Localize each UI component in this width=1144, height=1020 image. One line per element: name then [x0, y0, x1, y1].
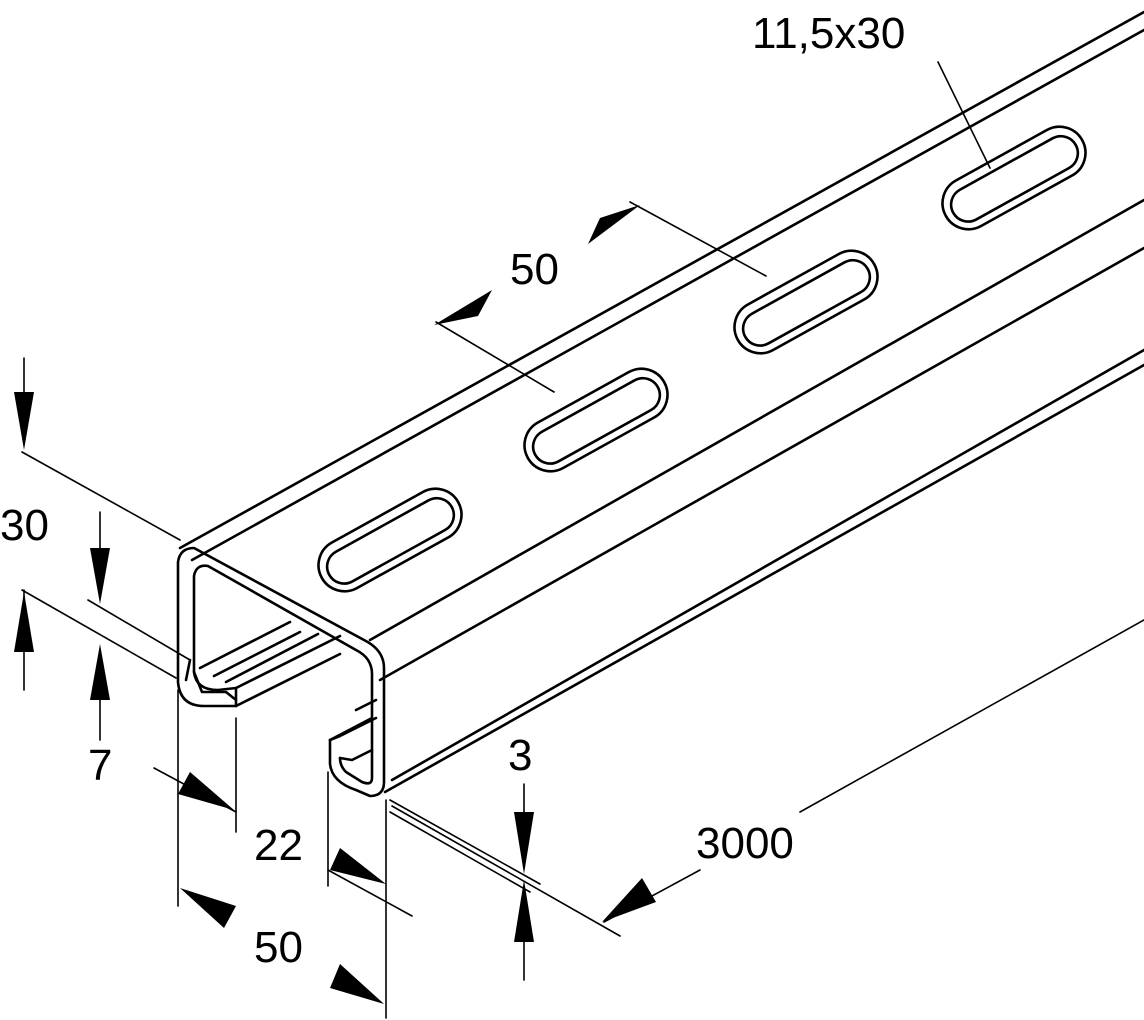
thickness-arrow-top: [514, 812, 534, 874]
opening-label: 22: [254, 821, 303, 870]
height-label: 30: [0, 501, 49, 550]
height-arrow-top: [14, 392, 34, 450]
lip-arrow-top: [90, 548, 110, 604]
slot-2: [523, 367, 669, 473]
dimension-lines: [14, 61, 1144, 1019]
pitch-arrow-bottom: [434, 290, 492, 325]
slot-size-label: 11,5x30: [752, 9, 905, 58]
pitch-arrow-top: [588, 205, 640, 244]
width-arrow-left: [180, 888, 236, 928]
length-label: 3000: [696, 819, 794, 868]
channel-profile: [176, 10, 1144, 798]
length-arrow: [602, 878, 656, 922]
top-front-edge: [368, 198, 1144, 642]
thickness-label: 3: [508, 731, 532, 780]
lip-arrow-bottom: [90, 644, 110, 700]
lip-label: 7: [88, 741, 112, 790]
side-upper-edge: [378, 246, 1144, 682]
slot-3: [733, 249, 879, 355]
slot-pitch-label: 50: [510, 245, 559, 294]
height-arrow-bottom: [14, 592, 34, 652]
width-arrow-right: [330, 964, 384, 1004]
thickness-arrow-bottom: [514, 880, 534, 942]
width-label: 50: [254, 923, 303, 972]
slot-4: [941, 125, 1087, 231]
slot-1: [317, 487, 463, 593]
width-arrow-inner: [330, 848, 386, 884]
front-end-inner: [192, 564, 374, 785]
dimension-labels: 11,5x30 50 30 7 22 50 3 3000: [0, 9, 905, 972]
slot-size-leader: [937, 61, 991, 169]
opening-arrow: [178, 772, 234, 810]
top-back-edge: [178, 10, 1144, 550]
slot-holes: [317, 125, 1087, 593]
side-lower-edge: [383, 363, 1144, 794]
front-end-outer: [176, 546, 386, 798]
